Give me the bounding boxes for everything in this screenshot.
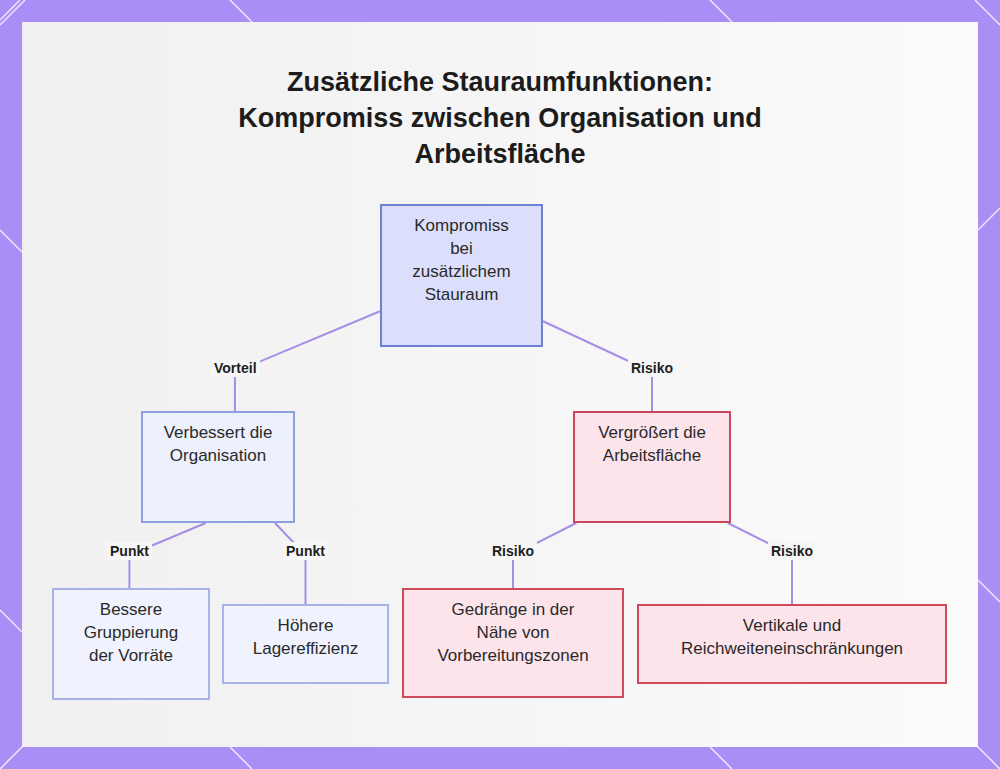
edge-label: Punkt (283, 542, 328, 560)
edge-label: Vorteil (211, 359, 260, 377)
edge-label: Risiko (768, 542, 816, 560)
edge-label: Punkt (107, 542, 152, 560)
topic-box: Gedränge in der Nähe von Vorbereitungszo… (402, 588, 624, 698)
root-box: Kompromiss bei zusätzlichem Stauraum (380, 204, 543, 347)
topic-box: Höhere Lagereffizienz (222, 604, 389, 684)
topic-box: Bessere Gruppierung der Vorräte (52, 588, 210, 700)
node-text: Vertikale und Reichweiteneinschränkungen (672, 614, 912, 660)
node-text: Vergrößert die Arbeitsfläche (596, 421, 708, 467)
connector-line (275, 523, 306, 604)
edge-label: Risiko (628, 359, 676, 377)
node-text: Kompromiss bei zusätzlichem Stauraum (406, 214, 518, 306)
node-text: Höhere Lagereffizienz (236, 614, 376, 660)
topic-box: Vergrößert die Arbeitsfläche (573, 411, 731, 523)
topic-box: Vertikale und Reichweiteneinschränkungen (637, 604, 947, 684)
connector-line (728, 523, 792, 604)
node-text: Bessere Gruppierung der Vorräte (79, 598, 183, 667)
topic-box: Verbessert die Organisation (141, 411, 295, 523)
node-text: Verbessert die Organisation (162, 421, 274, 467)
node-text: Gedränge in der Nähe von Vorbereitungszo… (432, 598, 594, 667)
edge-label: Risiko (489, 542, 537, 560)
diagram-title: Zusätzliche Stauraumfunktionen: Kompromi… (205, 64, 795, 172)
